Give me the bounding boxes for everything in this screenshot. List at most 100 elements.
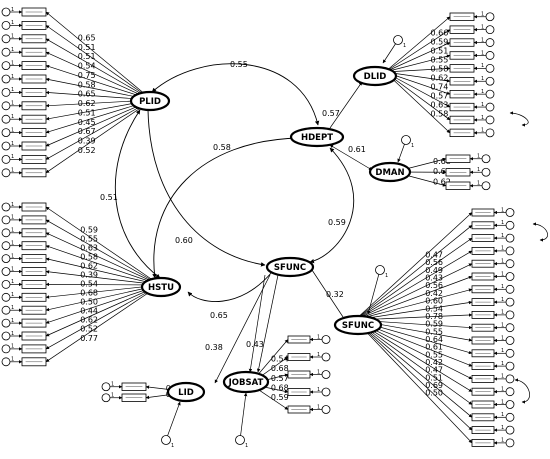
- hstu_loadings-error-weight-11: 1: [11, 344, 14, 350]
- dlid_loadings-loading-value-1: 0.59: [431, 37, 449, 46]
- sfunc_loadings-loading-value-11: 0.64: [425, 335, 443, 344]
- sfunc_loadings-loading-value-5: 0.42: [425, 289, 443, 298]
- dlid_loadings-loading-path-9: [384, 71, 451, 134]
- disturbance-dman: [401, 135, 411, 145]
- dlid_loadings-error-weight-1: 1: [481, 24, 484, 30]
- path-hdept-sfunc: [309, 147, 355, 264]
- jobsat_loadings-loading-value-3: 0.68: [271, 383, 289, 392]
- hstu_loadings-error-term-12: [1, 357, 11, 367]
- plid_loadings-loading-path-12: [45, 99, 153, 174]
- path-sfunc-jobsat: [256, 274, 279, 373]
- jobsat_loadings-loading-value-1: 0.68: [271, 364, 289, 373]
- path-plid-sfunc: [147, 109, 266, 267]
- hstu_loadings-error-weight-6: 1: [11, 279, 14, 285]
- weight-plid-hdept: 0.55: [230, 60, 248, 69]
- hstu_loadings-error-term-6: [1, 279, 11, 289]
- latent-hdept: [289, 126, 345, 148]
- plid_loadings-error-term-2: [1, 34, 11, 44]
- latent-label-hstu: HSTU: [148, 283, 174, 293]
- sfunc_loadings-loading-path-18: [354, 319, 473, 444]
- lid_loadings-error-weight-1: 1: [111, 393, 114, 399]
- weight-hdept-dlid: 0.57: [322, 109, 340, 118]
- sfunc_loadings-loading-value-4: 0.56: [425, 281, 443, 290]
- hstu_loadings-error-term-3: [1, 241, 11, 251]
- plid_loadings-loading-value-2: 0.51: [78, 52, 96, 61]
- sfunc_loadings-error-term-12: [505, 361, 515, 371]
- latent-label-sfunc_c: SFUNC: [274, 263, 306, 273]
- plid_loadings-loading-value-6: 0.65: [78, 90, 96, 99]
- latent-label-lid: LID: [178, 388, 194, 398]
- disturbance-weight-hdept: 1: [403, 43, 406, 49]
- plid_loadings-error-weight-2: 1: [11, 34, 14, 40]
- sfunc_loadings-error-term-9: [505, 323, 515, 333]
- dlid_loadings-error-term-3: [485, 51, 495, 60]
- plid_loadings-error-weight-7: 1: [11, 101, 14, 107]
- latent-label-sfunc_r: SFUNC: [342, 321, 374, 331]
- plid_loadings-loading-value-7: 0.62: [78, 99, 96, 108]
- dlid_loadings-loading-value-2: 0.51: [431, 46, 449, 55]
- plid_loadings-error-term-6: [1, 88, 11, 97]
- lid_loadings-error-term-0: [101, 382, 111, 392]
- sfunc_loadings-error-term-6: [505, 284, 515, 294]
- plid_loadings-error-weight-9: 1: [11, 127, 14, 133]
- sfunc_loadings-loading-path-2: [354, 237, 473, 321]
- latent-dman: [368, 161, 412, 183]
- sfunc_loadings-error-weight-16: 1: [501, 412, 504, 418]
- dlid_loadings-error-term-5: [485, 76, 495, 86]
- sfunc_loadings-error-weight-17: 1: [501, 425, 504, 431]
- latent-label-plid: PLID: [139, 97, 161, 107]
- latent-jobsat: [222, 370, 270, 394]
- plid_loadings-error-weight-12: 1: [11, 168, 14, 174]
- weight-hdept-hstu: 0.58: [213, 143, 231, 152]
- dlid_loadings-loading-value-6: 0.74: [431, 83, 449, 92]
- error-covariance-1: [532, 222, 548, 242]
- dlid_loadings-loading-path-4: [384, 66, 451, 73]
- dlid_loadings-loading-value-8: 0.63: [431, 101, 449, 110]
- plid_loadings-error-term-10: [1, 141, 11, 151]
- indicator-layer: 1111111111111111111111111111111111111111…: [1, 7, 515, 449]
- sfunc_loadings-loading-path-1: [354, 225, 473, 321]
- hstu_loadings-error-weight-2: 1: [11, 228, 14, 234]
- hstu_loadings-loading-path-6: [45, 282, 161, 287]
- hstu_loadings-loading-value-5: 0.39: [80, 271, 98, 280]
- plid_loadings-error-term-1: [1, 20, 11, 30]
- sfunc_loadings-error-term-2: [505, 233, 515, 243]
- jobsat_loadings-error-term-4: [321, 405, 331, 414]
- dlid_loadings-error-weight-8: 1: [481, 115, 484, 121]
- hstu_loadings-error-term-0: [1, 202, 11, 212]
- plid_loadings-loading-value-5: 0.58: [78, 80, 96, 89]
- dlid_loadings-error-term-0: [485, 12, 495, 22]
- sfunc_loadings-error-weight-12: 1: [501, 361, 504, 367]
- sfunc_loadings-error-weight-0: 1: [501, 207, 504, 213]
- hstu_loadings-error-weight-9: 1: [11, 318, 14, 324]
- sfunc_loadings-error-term-0: [505, 208, 515, 217]
- dlid_loadings-loading-value-0: 0.66: [431, 28, 449, 37]
- dman_loadings-error-term-2: [481, 181, 491, 191]
- sfunc_loadings-loading-value-9: 0.59: [425, 320, 443, 329]
- hstu_loadings-loading-path-11: [45, 284, 161, 350]
- jobsat_loadings-error-weight-2: 1: [317, 369, 320, 375]
- hstu_loadings-error-weight-12: 1: [11, 357, 14, 363]
- plid_loadings-loading-path-11: [45, 99, 153, 160]
- hstu_loadings-error-weight-4: 1: [11, 253, 14, 259]
- hstu_loadings-loading-value-9: 0.44: [80, 307, 98, 316]
- jobsat_loadings-error-weight-3: 1: [317, 387, 320, 393]
- plid_loadings-error-weight-3: 1: [11, 47, 14, 53]
- sfunc_loadings-error-weight-6: 1: [501, 284, 504, 290]
- error-covariance-0: [509, 111, 529, 127]
- sfunc_loadings-loading-value-2: 0.49: [425, 266, 443, 275]
- sfunc_loadings-error-weight-13: 1: [501, 374, 504, 380]
- sfunc_loadings-error-term-8: [505, 310, 515, 320]
- plid_loadings-loading-value-9: 0.45: [78, 118, 96, 127]
- hstu_loadings-error-term-1: [1, 215, 11, 225]
- edge-layer: 0.650.510.510.540.750.580.650.620.510.45…: [45, 11, 548, 444]
- disturbance-weight-jobsat: 1: [245, 443, 248, 449]
- latent-label-hdept: HDEPT: [301, 133, 333, 143]
- dlid_loadings-error-term-4: [485, 63, 495, 73]
- sfunc_loadings-loading-value-16: 0.51: [425, 373, 443, 382]
- plid_loadings-loading-value-11: 0.39: [78, 137, 96, 146]
- path-hdept-dlid: [329, 81, 363, 129]
- dlid_loadings-error-weight-9: 1: [481, 128, 484, 134]
- hstu_loadings-loading-value-2: 0.63: [80, 243, 98, 252]
- hstu_loadings-error-term-10: [1, 331, 11, 341]
